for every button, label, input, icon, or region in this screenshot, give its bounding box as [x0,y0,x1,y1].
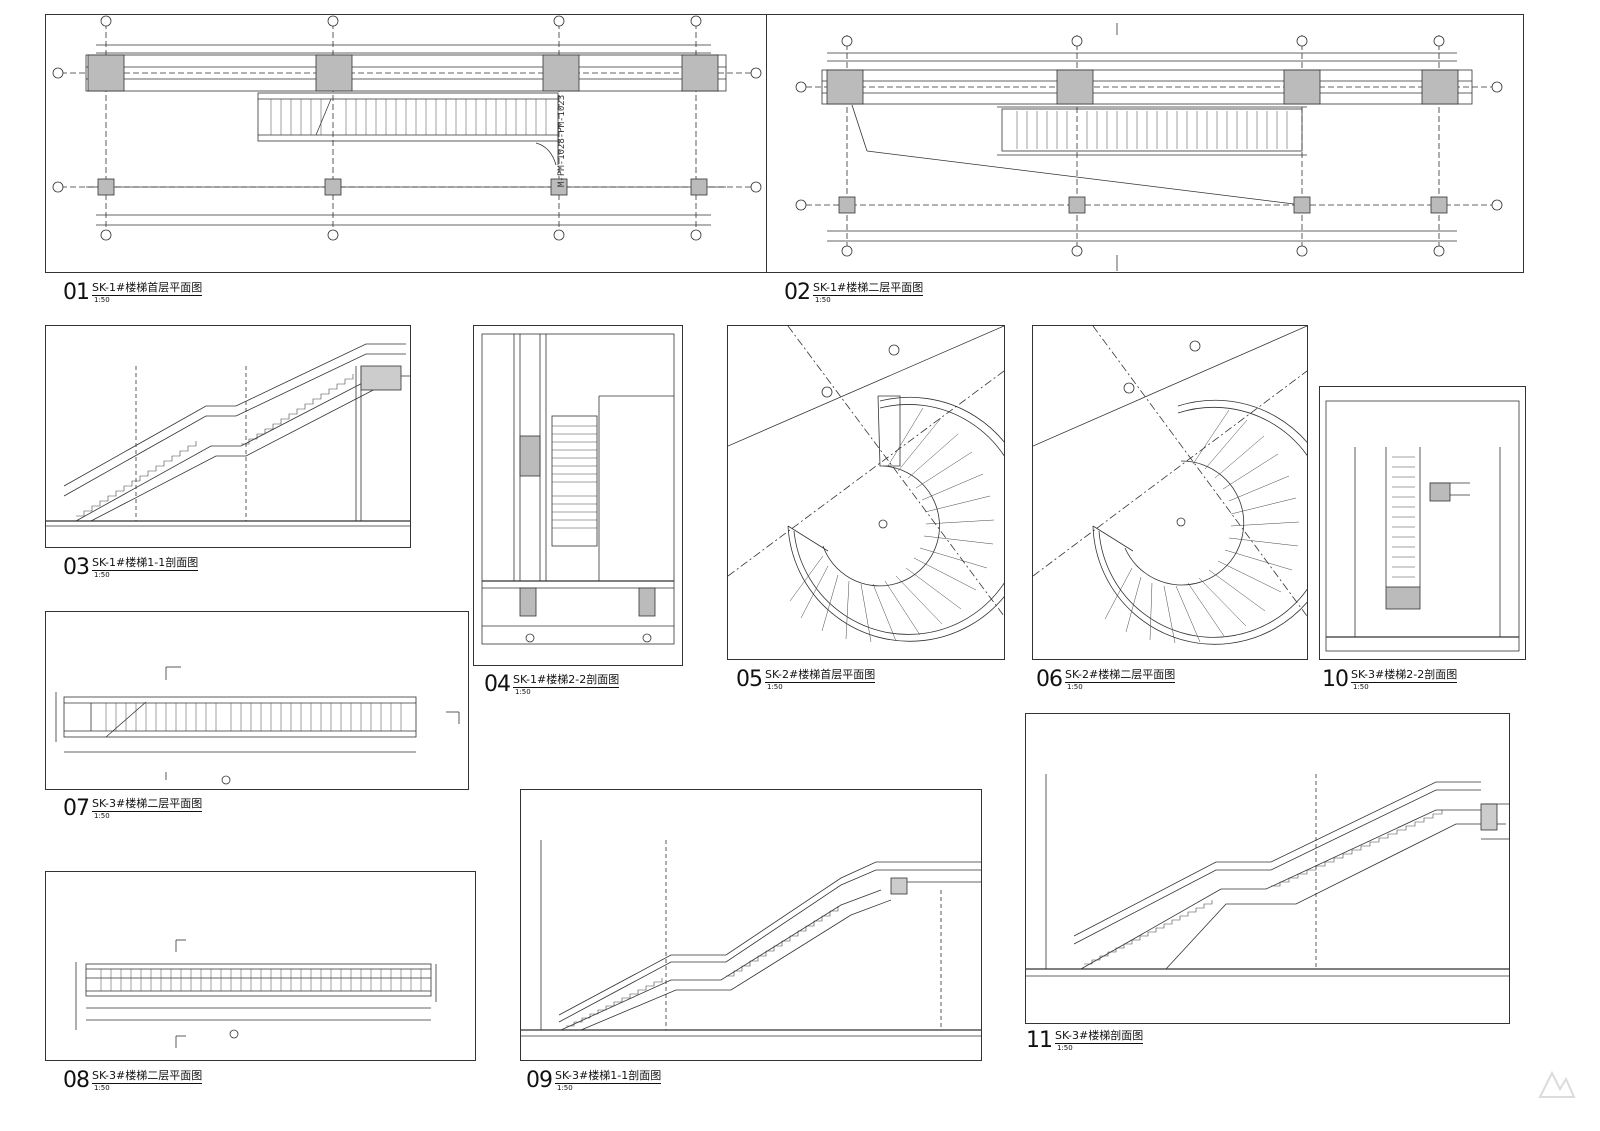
grid-bubble-08 [229,1029,239,1039]
plan-07-drawing [55,666,460,785]
plan-01-drawing: M-PM-1028-PM-1023 [52,15,762,241]
drawing-title: SK-3#楼梯二层平面图 [92,1069,203,1084]
drawing-number: 06 [1036,667,1063,692]
columns-04 [519,435,656,617]
panel-09-section [520,789,982,1061]
panel-02-plan [766,14,1524,273]
drawing-number: 10 [1322,667,1349,692]
drawing-title: SK-3#楼梯1-1剖面图 [555,1069,662,1084]
grid-bubbles-05 [821,344,900,398]
grid-bubble-07 [221,775,231,785]
drawing-title: SK-1#楼梯首层平面图 [92,281,203,296]
panel-01-plan: M-PM-1028-PM-1023 [45,14,768,273]
drawing-scale: 1:50 [1057,1044,1073,1052]
drawing-scale: 1:50 [1353,683,1369,691]
section-09-drawing [521,840,981,1037]
drawing-title: SK-3#楼梯2-2剖面图 [1351,668,1458,683]
drawing-scale: 1:50 [557,1084,573,1092]
drawing-scale: 1:50 [94,296,110,304]
drawing-title: SK-2#楼梯首层平面图 [765,668,876,683]
stair-treads-07 [105,703,402,731]
drawing-scale: 1:50 [767,683,783,691]
beam-11 [1480,803,1498,831]
drawing-number: 07 [63,796,90,821]
panel-05-spiral-plan [727,325,1005,660]
columns-02 [826,69,1459,214]
plan-02-drawing [795,23,1503,271]
grid-bubbles-04 [525,633,652,643]
section-03-drawing [46,343,410,527]
drawing-number: 04 [484,672,511,697]
drawing-scale: 1:50 [815,296,831,304]
drawing-number: 03 [63,555,90,580]
section-10-drawing [1325,400,1520,652]
door-tag-01: M-PM-1028-PM-1023 [557,95,567,187]
panel-08-plan [45,871,476,1061]
steps-10 [1392,456,1415,578]
section-11-drawing [1026,774,1509,977]
grid-bubbles-02 [795,35,1503,257]
drawing-scale: 1:50 [1067,683,1083,691]
watermark-logo [1538,1070,1576,1098]
drawing-scale: 1:50 [94,1084,110,1092]
drawing-number: 08 [63,1068,90,1093]
spiral-treads-05 [789,407,995,643]
panel-10-section [1319,386,1526,660]
drawing-title: SK-2#楼梯二层平面图 [1065,668,1176,683]
stair-treads-08 [100,969,422,991]
steps-11 [1084,810,1443,965]
plan-08-drawing [75,939,437,1048]
drawing-title: SK-3#楼梯二层平面图 [92,797,203,812]
spiral-center-06 [1176,517,1186,527]
section-04-drawing [481,333,675,645]
stair-treads-01 [270,98,547,136]
panel-06-spiral-plan [1032,325,1308,660]
panel-03-section [45,325,411,548]
drawing-number: 05 [736,667,763,692]
drawing-number: 01 [63,280,90,305]
drawing-title: SK-1#楼梯1-1剖面图 [92,556,199,571]
panel-11-section [1025,713,1510,1024]
beam-09 [890,877,908,895]
drawing-number: 02 [784,280,811,305]
grid-bubbles-06 [1123,340,1201,394]
spiral-treads-06 [1104,409,1300,644]
panel-04-section [473,325,683,666]
drawing-number: 11 [1026,1028,1053,1053]
drawing-number: 09 [526,1068,553,1093]
drawing-title: SK-1#楼梯2-2剖面图 [513,673,620,688]
drawing-scale: 1:50 [94,812,110,820]
spiral-06-drawing [1033,326,1307,645]
steps-03 [76,374,354,517]
beams-10 [1385,482,1451,610]
drawing-scale: 1:50 [515,688,531,696]
panel-07-plan [45,611,469,790]
stair-treads-02 [1016,111,1288,149]
steps-04 [552,425,597,529]
drawing-scale: 1:50 [94,571,110,579]
steps-09 [566,906,839,1027]
spiral-center-05 [878,519,888,529]
columns-01 [87,54,719,196]
grid-bubbles-01 [52,15,762,241]
drawing-title: SK-3#楼梯剖面图 [1055,1029,1144,1044]
drawing-title: SK-1#楼梯二层平面图 [813,281,924,296]
spiral-05-drawing [728,326,1004,643]
landing-beam-03 [360,365,402,391]
